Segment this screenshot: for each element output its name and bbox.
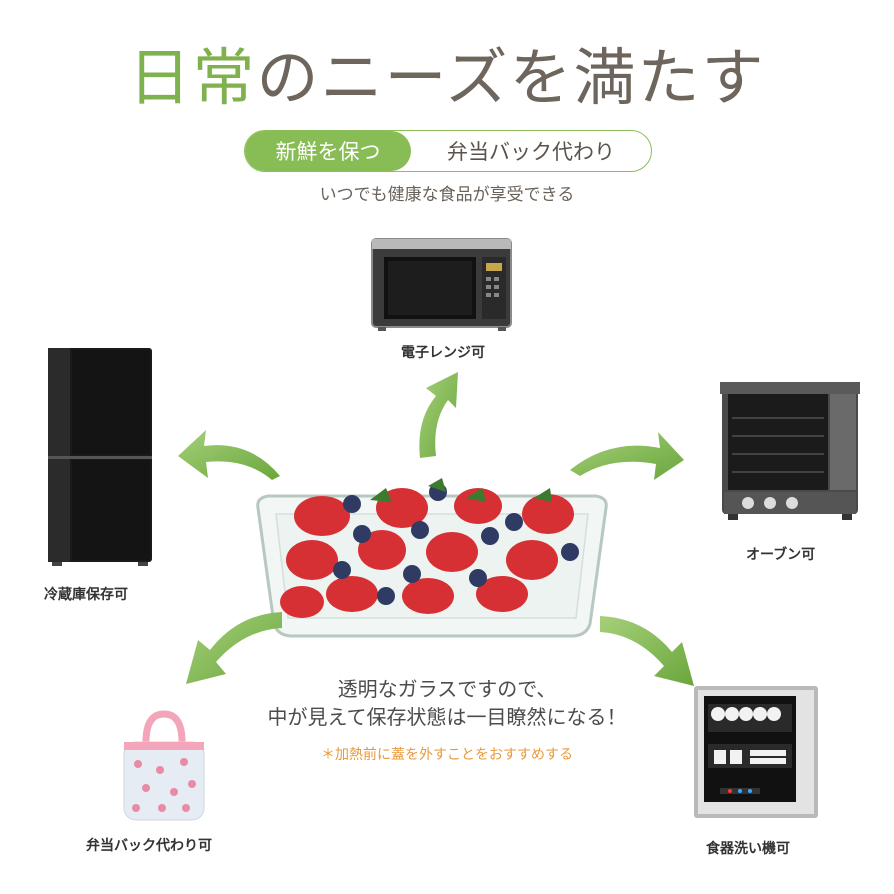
arrow-right-icon <box>570 432 684 480</box>
description: 透明なガラスですので、 中が見えて保存状態は一目瞭然になる！ <box>200 675 694 731</box>
microwave-image <box>371 238 512 331</box>
arrow-up-icon <box>419 372 458 458</box>
label-oven: オーブン可 <box>746 547 816 563</box>
feature-pill: 新鮮を保つ 弁当バック代わり <box>244 130 652 172</box>
page-title: 日常のニーズを満たす <box>0 38 894 118</box>
glass-container-image <box>256 478 608 638</box>
label-lunchbag: 弁当バック代わり可 <box>86 838 212 854</box>
title-rest: のニーズを満たす <box>256 41 766 114</box>
heating-note: ＊加熱前に蓋を外すことをおすすめする <box>321 747 573 763</box>
title-highlight: 日常 <box>128 41 257 114</box>
dishwasher-image <box>694 686 818 818</box>
lunchbag-image <box>123 710 205 821</box>
label-fridge: 冷蔵庫保存可 <box>44 587 128 603</box>
description-line2: 中が見えて保存状態は一目瞭然になる！ <box>267 705 627 729</box>
label-microwave: 電子レンジ可 <box>401 345 485 361</box>
fridge-image <box>48 348 152 566</box>
pill-keep-fresh: 新鮮を保つ <box>245 131 411 171</box>
arrow-down-left-icon <box>186 612 282 684</box>
tagline: いつでも健康な食品が享受できる <box>319 185 575 205</box>
arrow-down-right-icon <box>600 616 694 686</box>
pill-lunchbag: 弁当バック代わり <box>447 140 615 164</box>
arrow-left-icon <box>178 430 280 480</box>
label-dishwasher: 食器洗い機可 <box>706 841 790 857</box>
description-line1: 透明なガラスですので、 <box>337 677 557 701</box>
oven-image <box>720 382 860 520</box>
